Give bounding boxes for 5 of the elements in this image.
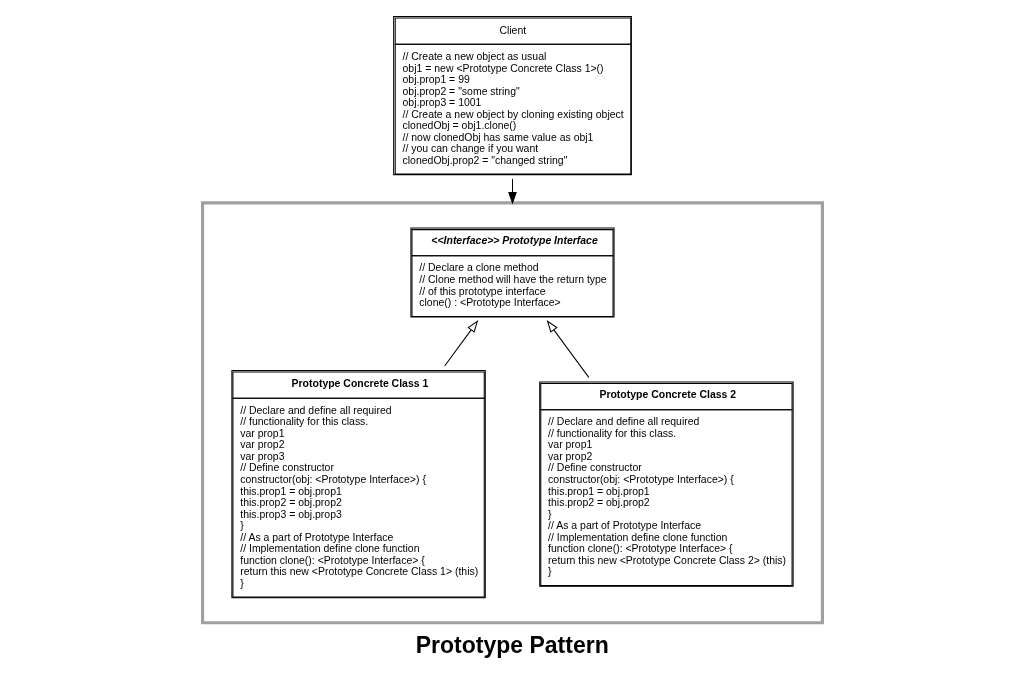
diagram-title: Prototype Pattern [415,631,609,658]
arrow [546,320,589,378]
arrow [507,178,517,205]
cluster [200,201,824,625]
arrow [443,320,478,367]
